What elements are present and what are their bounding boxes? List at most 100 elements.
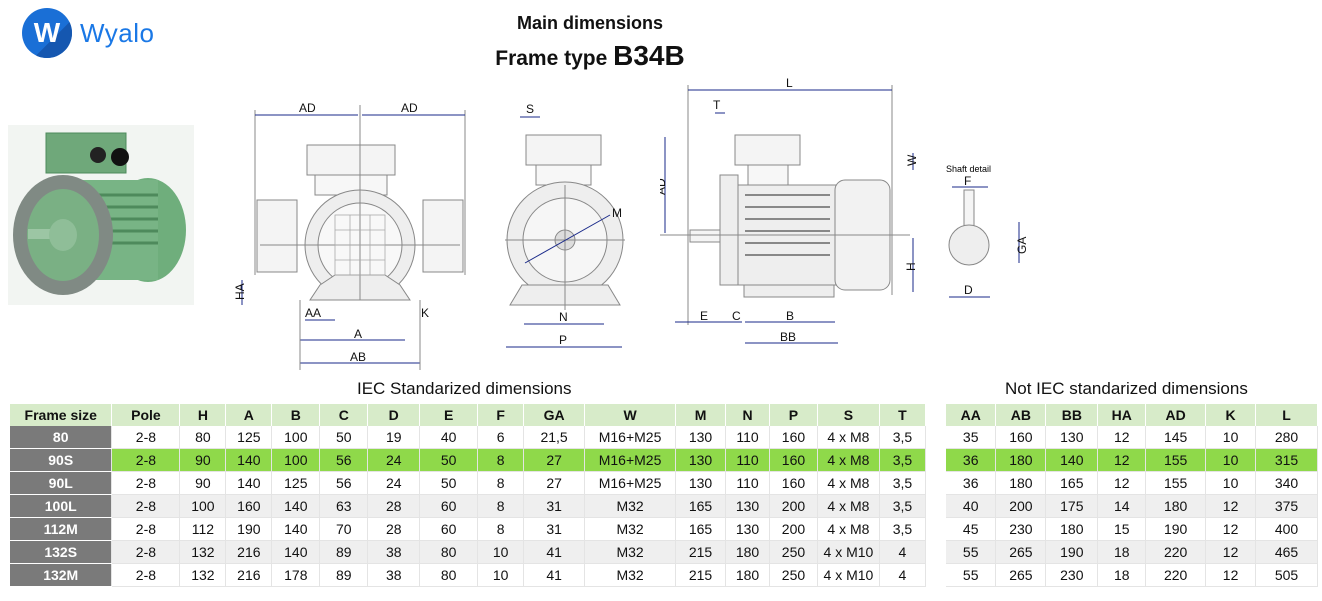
shaft-detail-diagram: Shaft detail F GA D [940, 160, 1030, 310]
table-cell: 190 [1145, 517, 1207, 541]
table-cell: 216 [225, 563, 273, 587]
table-cell: 2-8 [111, 494, 181, 518]
table-cell: 4 x M8 [817, 471, 880, 495]
table-cell: 130 [675, 426, 727, 449]
table-cell: M32 [584, 517, 677, 541]
table-cell: 175 [1045, 494, 1099, 518]
svg-text:AB: AB [350, 350, 366, 364]
table-cell: 63 [319, 494, 369, 518]
svg-text:AA: AA [305, 306, 321, 320]
table-cell: 100 [179, 494, 227, 518]
col-header: H [179, 404, 227, 426]
table-cell: 340 [1255, 471, 1318, 495]
col-header: F [477, 404, 525, 426]
motor-photo [8, 125, 194, 305]
col-header: B [271, 404, 321, 426]
col-header: S [817, 404, 880, 426]
table-cell: 10 [1205, 471, 1257, 495]
table-cell: 160 [769, 448, 818, 472]
table-cell: 4 x M8 [817, 517, 880, 541]
table-cell: 4 [879, 563, 927, 587]
col-header: P [769, 404, 818, 426]
table-cell: 60 [419, 494, 479, 518]
col-header: K [1205, 404, 1257, 426]
table-cell: M16+M25 [584, 448, 677, 472]
table-cell: 200 [769, 494, 818, 518]
frame-type-value: B34B [613, 40, 685, 71]
table-cell: 41 [523, 563, 586, 587]
table-cell: 56 [319, 448, 369, 472]
table-cell: 190 [1045, 540, 1099, 564]
table-cell: 12 [1205, 494, 1257, 518]
table-cell: 4 x M8 [817, 494, 880, 518]
table-cell: 215 [675, 540, 727, 564]
table-cell: 265 [995, 540, 1047, 564]
table-cell: 140 [225, 471, 273, 495]
table-cell: 12 [1205, 517, 1257, 541]
table-cell: 178 [271, 563, 321, 587]
table-cell: 265 [995, 563, 1047, 587]
table-cell: 315 [1255, 448, 1318, 472]
svg-text:M: M [612, 206, 622, 220]
table-cell: 41 [523, 540, 586, 564]
table-cell: 4 [879, 540, 927, 564]
table-cell: 24 [367, 448, 421, 472]
table-cell: 4 x M8 [817, 426, 880, 449]
table-cell: 132 [179, 540, 227, 564]
table-cell: 2-8 [111, 426, 181, 449]
col-header: GA [523, 404, 586, 426]
table-cell: 90 [179, 448, 227, 472]
table-cell: 8 [477, 448, 525, 472]
table-cell: 10 [1205, 448, 1257, 472]
table-cell: 215 [675, 563, 727, 587]
svg-text:K: K [421, 306, 429, 320]
table-cell: 165 [1045, 471, 1099, 495]
col-header: Pole [111, 404, 181, 426]
col-header: D [367, 404, 421, 426]
svg-text:E: E [700, 309, 708, 323]
table-cell: 140 [271, 494, 321, 518]
table-cell: 180 [995, 448, 1047, 472]
table-cell: 40 [419, 426, 479, 449]
table-cell: 10 [1205, 426, 1257, 449]
table-cell: 3,5 [879, 426, 927, 449]
table-cell: 4 x M8 [817, 448, 880, 472]
frame-size-cell: 90S [10, 448, 113, 472]
table-cell: 50 [419, 448, 479, 472]
svg-text:P: P [559, 333, 567, 347]
table-cell: 110 [725, 426, 770, 449]
col-header: C [319, 404, 369, 426]
table-cell: 250 [769, 540, 818, 564]
table-cell: 12 [1097, 426, 1147, 449]
table-cell: 10 [477, 563, 525, 587]
table-cell: 21,5 [523, 426, 586, 449]
table-cell: 80 [179, 426, 227, 449]
frame-size-cell: 112M [10, 517, 113, 541]
table-header-row: AA AB BB HA AD K L [946, 404, 1318, 426]
col-header: L [1255, 404, 1318, 426]
table-cell: 50 [319, 426, 369, 449]
svg-text:N: N [559, 310, 568, 324]
table-cell: 8 [477, 494, 525, 518]
frame-type-title: Frame type B34B [495, 40, 685, 71]
table-cell: 220 [1145, 563, 1207, 587]
table-cell: M16+M25 [584, 471, 677, 495]
table-cell: 12 [1205, 540, 1257, 564]
logo-icon: W [22, 8, 72, 58]
frame-size-cell: 132M [10, 563, 113, 587]
table-cell: 60 [419, 517, 479, 541]
table-cell: 230 [995, 517, 1047, 541]
table-cell: 155 [1145, 471, 1207, 495]
table-cell: 18 [1097, 563, 1147, 587]
table-cell: 2-8 [111, 540, 181, 564]
table-cell: 125 [271, 471, 321, 495]
brand-name: Wyalo [80, 17, 155, 48]
table-cell: 132 [179, 563, 227, 587]
